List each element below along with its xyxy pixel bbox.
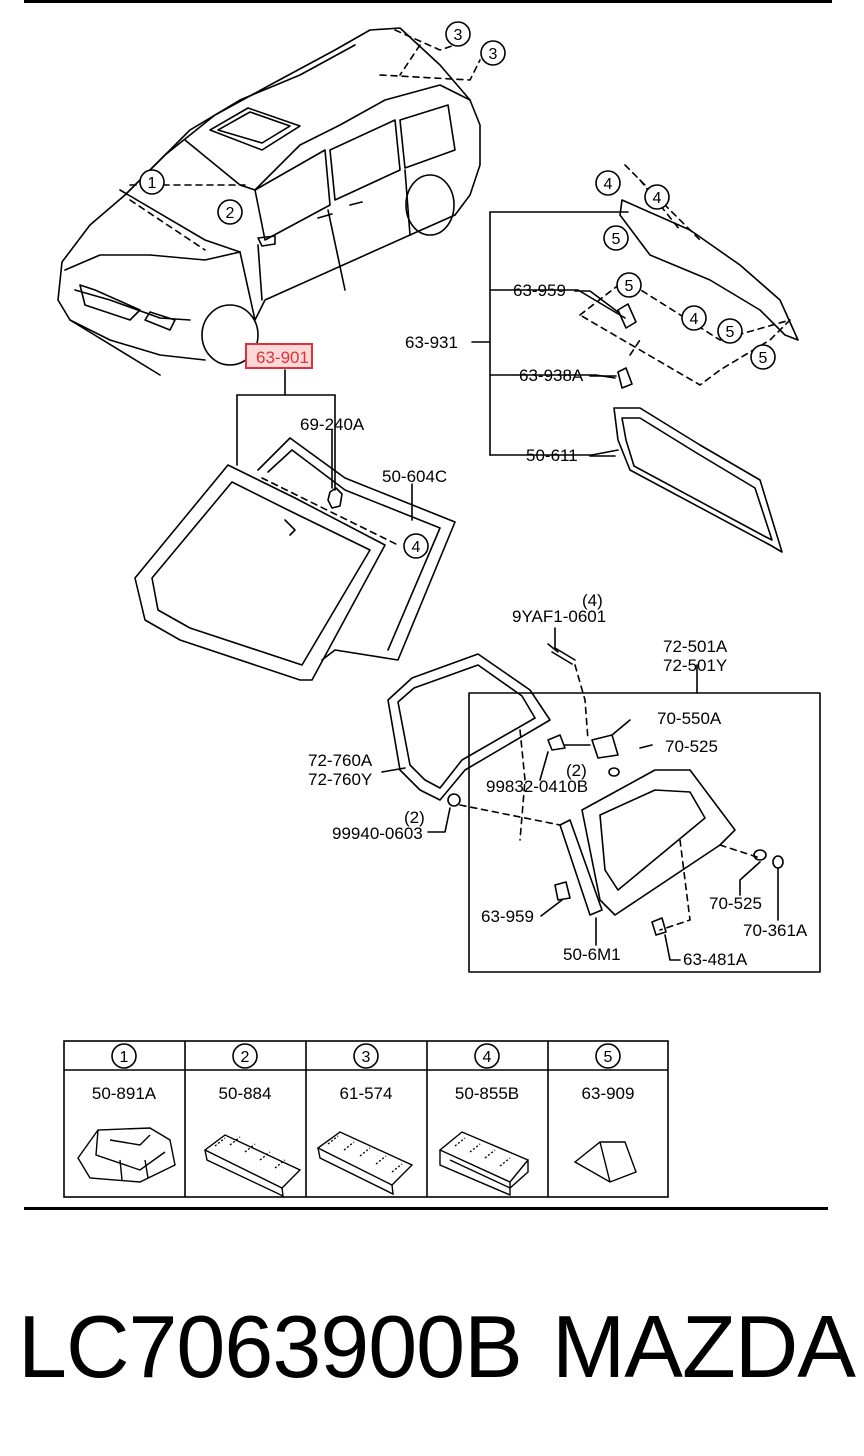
callout-3a: 3: [454, 27, 463, 44]
part-label-63-959-top: 63-959: [513, 281, 566, 300]
part-label-99940-qty: (2): [404, 808, 425, 827]
legend-part-5: 63-909: [582, 1084, 635, 1103]
callout-4b: 4: [653, 190, 662, 207]
pad-61-574-icon: [316, 1131, 414, 1196]
footer-brand: MAZDA: [552, 1297, 856, 1396]
part-label-99832-qty: (2): [566, 761, 587, 780]
callout-3b: 3: [489, 46, 498, 63]
callout-2: 2: [226, 205, 235, 222]
legend-part-4: 50-855B: [455, 1084, 519, 1103]
part-label-72-501Y: 72-501Y: [663, 656, 727, 675]
callout-4d: 4: [412, 539, 421, 556]
highlight-box: [245, 343, 313, 369]
part-labels: 63-901 69-240A 50-604C 63-931 63-959 63-…: [256, 281, 808, 969]
callout-4c: 4: [690, 311, 699, 328]
part-label-69-240A: 69-240A: [300, 415, 365, 434]
legend-part-3: 61-574: [340, 1084, 393, 1103]
callout-5d: 5: [759, 350, 768, 367]
callout-1: 1: [148, 175, 157, 192]
legend-table: 1 2 3 4 5 50-891A 50-884 61-574 50-855B …: [63, 1040, 669, 1198]
label-leaders: [331, 290, 619, 649]
pad-50-884-icon: [203, 1134, 302, 1198]
callout-5b: 5: [625, 278, 634, 295]
part-label-50-611: 50-611: [526, 446, 578, 465]
part-label-70-550A: 70-550A: [657, 709, 722, 728]
callout-numbers: 1 2 3 3 4 4 5 5 4 5 5 4: [148, 27, 768, 556]
footer-part-number: LC7063900B: [18, 1297, 523, 1396]
legend-header-4: 4: [483, 1049, 492, 1066]
part-label-highlighted: 63-901: [256, 348, 309, 367]
part-label-9YAF1-0601: 9YAF1-0601: [512, 607, 606, 626]
part-label-9YAF-qty: (4): [582, 591, 603, 610]
footer: LC7063900B MAZDA: [0, 1296, 864, 1406]
part-label-72-760Y: 72-760Y: [308, 770, 372, 789]
top-rule: [24, 0, 832, 3]
callout-5c: 5: [726, 324, 735, 341]
callout-circles: [139, 21, 776, 559]
legend-part-1: 50-891A: [92, 1084, 157, 1103]
part-label-50-6M1: 50-6M1: [563, 945, 621, 964]
vehicle-illustration: [57, 27, 481, 376]
rear-glass-group: [471, 164, 799, 553]
part-label-63-931: 63-931: [405, 333, 458, 352]
part-label-50-604C: 50-604C: [382, 467, 447, 486]
part-label-70-525-top: 70-525: [665, 737, 718, 756]
legend-header-1: 1: [120, 1049, 129, 1066]
legend-header-3: 3: [362, 1049, 371, 1066]
part-label-63-481A: 63-481A: [683, 950, 748, 969]
clip-50-891A-icon: [77, 1127, 176, 1183]
pad-50-855B-icon: [438, 1131, 530, 1197]
part-label-72-501A: 72-501A: [663, 637, 728, 656]
part-label-63-959-bottom: 63-959: [481, 907, 534, 926]
part-label-72-760A: 72-760A: [308, 751, 373, 770]
bottom-rule: [24, 1207, 828, 1210]
part-label-70-361A: 70-361A: [743, 921, 808, 940]
callout-4a: 4: [604, 176, 613, 193]
windshield-group: [134, 369, 456, 681]
wedge-63-909-icon: [573, 1141, 637, 1183]
part-label-99940-0603: 99940-0603: [332, 824, 423, 843]
part-label-70-525-bottom: 70-525: [709, 894, 762, 913]
legend-header-2: 2: [241, 1049, 250, 1066]
part-label-99832-0410B: 99832-0410B: [486, 777, 588, 796]
legend-part-2: 50-884: [219, 1084, 272, 1103]
callout-5a: 5: [612, 231, 621, 248]
part-label-63-938A: 63-938A: [519, 366, 584, 385]
quarter-glass-group: [381, 643, 821, 973]
legend-header-5: 5: [604, 1049, 613, 1066]
